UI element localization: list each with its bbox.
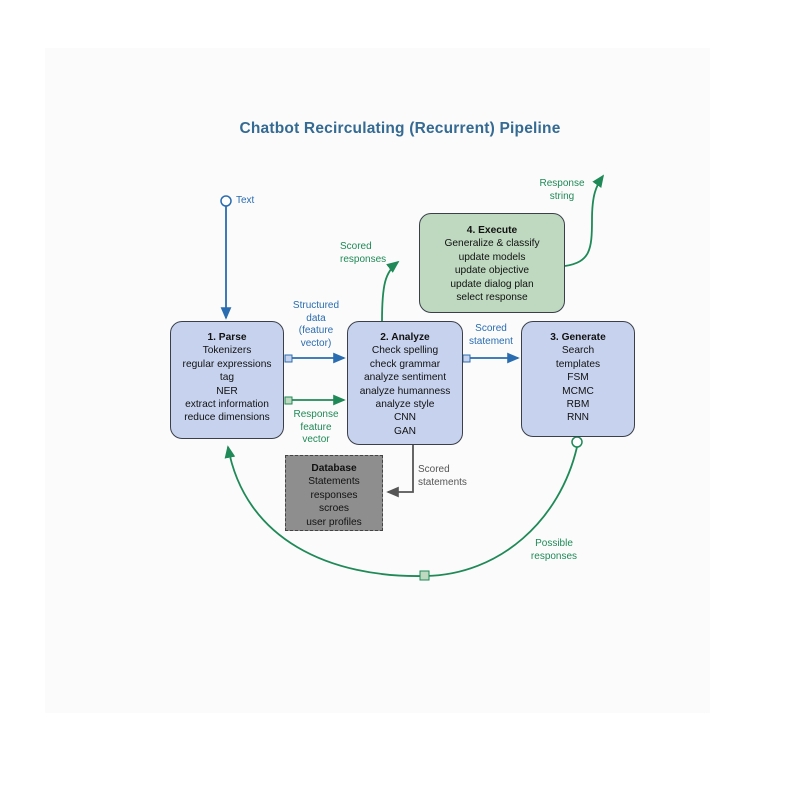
parse-item: tag [219,372,235,384]
response-feature-port [284,396,293,405]
generate-item: RNN [566,412,590,424]
label-line: Response [539,178,585,189]
generate-box: 3. Generate Search templates FSM MCMC RB… [521,321,635,437]
analyze-item: check grammar [369,358,441,370]
database-item: user profiles [306,516,362,528]
execute-item: update dialog plan [450,278,534,290]
execute-item: update objective [454,265,530,277]
analyze-item: GAN [393,425,417,437]
response-string-label: Response string [530,178,594,203]
database-item: responses [310,489,358,501]
execute-output-arrow [564,174,605,267]
scored-statements-label: Scored statements [418,464,474,489]
analyze-box: 2. Analyze Check spelling check grammar … [347,321,463,445]
generate-item: RBM [566,399,590,411]
analyze-to-database-arrow [386,444,414,498]
label-line: vector) [300,337,332,349]
analyze-to-execute-arrow [381,260,400,323]
label-line: responses [340,253,387,265]
label-line: statement [469,335,513,347]
database-item: Statements [308,476,360,488]
label-line: data [306,312,326,324]
parse-item: NER [216,385,238,397]
structured-data-port [284,354,293,363]
label-line: feature [300,421,332,433]
diagram-title: Chatbot Recirculating (Recurrent) Pipeli… [239,120,561,137]
label-line: vector [302,434,330,445]
scored-statement-port [462,354,471,363]
label-line: responses [530,550,578,562]
label-line: statements [418,476,467,488]
analyze-item: analyze humanness [359,385,451,397]
parse-heading: 1. Parse [207,332,247,343]
database-item: scroes [318,503,349,515]
label-line: Structured [292,300,340,311]
scored-statement-label: Scored statement [462,323,520,348]
label-line: Possible [535,538,573,549]
generate-item: FSM [567,372,589,384]
structured-data-label: Structured data (feature vector) [288,300,344,350]
parse-item: reduce dimensions [184,412,270,424]
scored-responses-label: Scored responses [340,241,390,266]
parse-item: extract information [185,399,269,411]
label-line: (feature [298,325,334,336]
database-box: Database Statements responses scroes use… [285,455,383,531]
label-line: Scored [418,464,450,475]
generate-item: MCMC [562,385,594,397]
execute-box: 4. Execute Generalize & classify update … [419,213,565,313]
label-line: string [549,190,575,202]
parse-box: 1. Parse Tokenizers regular expressions … [170,321,284,439]
label-line: Scored [475,323,507,334]
execute-item: Generalize & classify [444,238,540,250]
generate-item: Search [561,345,595,357]
database-heading: Database [311,463,357,474]
parse-item: regular expressions [182,358,272,370]
possible-responses-label: Possible responses [524,538,584,563]
loop-midpoint-port [419,570,430,581]
analyze-item: Check spelling [371,345,439,357]
analyze-item: analyze style [375,399,435,411]
text-label: Text [236,195,255,206]
parse-item: Tokenizers [202,345,252,357]
generate-item: templates [555,358,601,370]
execute-item: update models [458,251,526,263]
execute-heading: 4. Execute [466,225,518,236]
execute-item: select response [456,292,528,304]
analyze-item: CNN [393,412,417,424]
response-feature-label: Response feature vector [288,409,344,447]
analyze-heading: 2. Analyze [380,332,430,343]
possible-responses-node [571,436,583,448]
text-input-node [220,195,232,207]
generate-heading: 3. Generate [550,332,606,343]
label-line: Response [293,409,339,420]
label-line: Scored [340,241,372,252]
analyze-item: analyze sentiment [363,372,447,384]
